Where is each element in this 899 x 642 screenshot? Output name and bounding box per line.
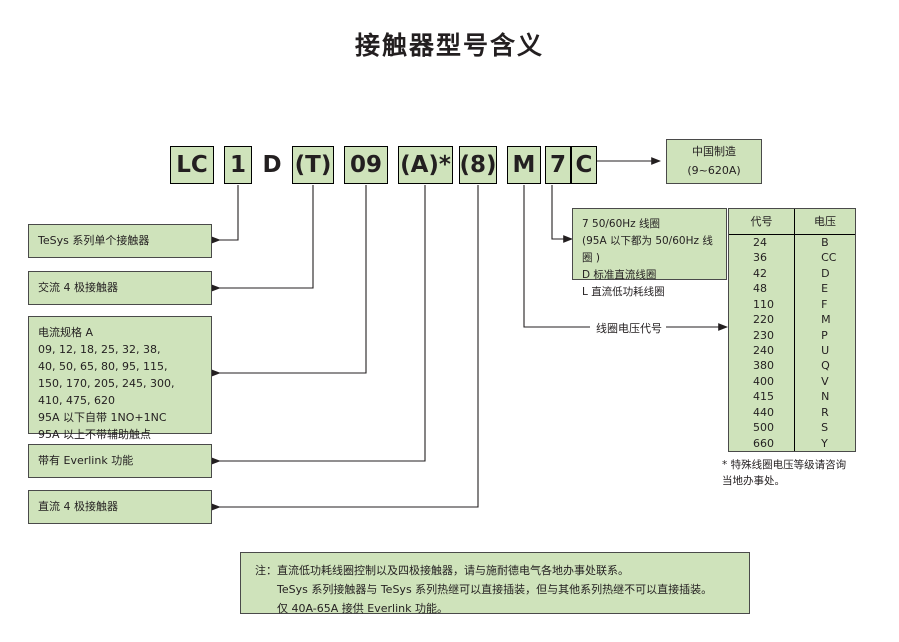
table-row: 660 Y xyxy=(729,435,855,451)
table-row: 220 M xyxy=(729,312,855,328)
cell-code: 400 xyxy=(729,373,796,390)
cell-code: 220 xyxy=(729,312,796,328)
code-segment-lc[interactable]: LC xyxy=(170,146,214,184)
origin-box: 中国制造 (9~620A) xyxy=(666,139,762,184)
desc-line: 带有 Everlink 功能 xyxy=(38,454,134,467)
table-row: 24 B xyxy=(729,234,855,251)
desc-line: 09, 12, 18, 25, 32, 38, xyxy=(38,343,161,357)
footnote-line: 当地办事处。 xyxy=(722,474,785,487)
coil-line: 7 50/60Hz 线圈 xyxy=(582,218,661,230)
table-row: 48 E xyxy=(729,281,855,297)
cell-voltage: R xyxy=(821,405,829,419)
desc-dc-4-pole-contactor: 直流 4 极接触器 xyxy=(28,490,212,524)
table-row: 42 D xyxy=(729,265,855,282)
cell-voltage: E xyxy=(821,282,829,296)
desc-line: 40, 50, 65, 80, 95, 115, xyxy=(38,360,168,374)
desc-line: TeSys 系列单个接触器 xyxy=(38,234,150,247)
code-segment-09[interactable]: 09 xyxy=(344,146,388,184)
note-line: 仅 40A-65A 接供 Everlink 功能。 xyxy=(277,601,448,615)
table-header-voltage: 电压 xyxy=(794,209,855,235)
cell-code: 24 xyxy=(729,234,796,251)
code-segment-a[interactable]: (A)* xyxy=(398,146,453,184)
voltage-table-footnote: * 特殊线圈电压等级请咨询 当地办事处。 xyxy=(722,458,846,490)
origin-range: (9~620A) xyxy=(687,163,741,177)
cell-code: 415 xyxy=(729,389,796,405)
cell-voltage: P xyxy=(821,328,828,342)
cell-code: 440 xyxy=(729,404,796,421)
cell-voltage: Q xyxy=(821,359,830,373)
footnote-line: * 特殊线圈电压等级请咨询 xyxy=(722,459,847,471)
desc-line: 95A 以上不带辅助触点 xyxy=(38,428,152,442)
code-segment-m[interactable]: M xyxy=(507,146,541,184)
cell-voltage: F xyxy=(821,297,828,311)
desc-line: 电流规格 A xyxy=(38,326,94,339)
cell-voltage: S xyxy=(821,421,829,435)
code-segment-d: D xyxy=(262,151,282,178)
cell-code: 42 xyxy=(729,265,796,282)
page-title: 接触器型号含义 xyxy=(354,31,544,60)
cell-voltage: B xyxy=(821,236,829,249)
desc-line: 410, 475, 620 xyxy=(38,394,115,408)
cell-voltage: M xyxy=(821,313,831,327)
coil-voltage-code-label: 线圈电压代号 xyxy=(592,320,666,336)
cell-code: 380 xyxy=(729,358,796,374)
desc-line: 95A 以下自带 1NO+1NC xyxy=(38,411,167,425)
cell-voltage: V xyxy=(821,374,829,388)
origin-label: 中国制造 xyxy=(692,144,736,158)
table-row: 380 Q xyxy=(729,358,855,374)
code-segment-c[interactable]: C xyxy=(571,146,597,184)
table-row: 500 S xyxy=(729,420,855,436)
cell-voltage: CC xyxy=(821,251,837,265)
code-segment-t[interactable]: (T) xyxy=(292,146,334,184)
cell-code: 230 xyxy=(729,327,796,343)
code-segment-7[interactable]: 7 xyxy=(545,146,571,184)
note-line: TeSys 系列接触器与 TeSys 系列热继可以直接插装，但与其他系列热继不可… xyxy=(277,582,713,596)
coil-line: (95A 以下都为 50/60Hz 线圈 ) xyxy=(582,235,713,264)
code-segment-1[interactable]: 1 xyxy=(224,146,252,184)
desc-current-rating: 电流规格 A 09, 12, 18, 25, 32, 38, 40, 50, 6… xyxy=(28,316,212,441)
coil-line: L 直流低功耗线圈 xyxy=(582,286,665,298)
cell-code: 48 xyxy=(729,281,796,297)
desc-line: 150, 170, 205, 245, 300, xyxy=(38,377,175,391)
table-row: 440 R xyxy=(729,404,855,421)
cell-code: 660 xyxy=(729,435,796,451)
coil-line: D 标准直流线圈 xyxy=(582,269,657,281)
desc-line: 直流 4 极接触器 xyxy=(38,500,118,513)
cell-voltage: N xyxy=(821,390,830,404)
code-segment-8[interactable]: (8) xyxy=(459,146,497,184)
desc-ac-4-pole-contactor: 交流 4 极接触器 xyxy=(28,271,212,305)
cell-voltage: U xyxy=(821,343,830,357)
table-row: 240 U xyxy=(729,342,855,359)
bottom-note-box: 注：直流低功耗线圈控制以及四极接触器，请与施耐德电气各地办事处联系。 TeSys… xyxy=(240,552,750,615)
desc-line: 交流 4 极接触器 xyxy=(38,281,118,294)
cell-voltage: Y xyxy=(821,436,828,450)
cell-code: 500 xyxy=(729,420,796,436)
coil-type-box: 7 50/60Hz 线圈 (95A 以下都为 50/60Hz 线圈 ) D 标准… xyxy=(572,208,727,298)
note-line: 注：直流低功耗线圈控制以及四极接触器，请与施耐德电气各地办事处联系。 xyxy=(255,564,629,577)
desc-everlink-function: 带有 Everlink 功能 xyxy=(28,444,212,478)
table-row: 415 N xyxy=(729,389,855,405)
cell-code: 240 xyxy=(729,342,796,359)
table-row: 36 CC xyxy=(729,250,855,266)
table-header-row: 代号 电压 xyxy=(729,209,855,235)
table-header-code: 代号 xyxy=(729,209,796,235)
cell-voltage: D xyxy=(821,266,830,280)
table-row: 230 P xyxy=(729,327,855,343)
table-row: 110 F xyxy=(729,296,855,313)
cell-code: 36 xyxy=(729,250,796,266)
desc-tesys-single-contactor: TeSys 系列单个接触器 xyxy=(28,224,212,258)
table-row: 400 V xyxy=(729,373,855,390)
cell-code: 110 xyxy=(729,296,796,313)
